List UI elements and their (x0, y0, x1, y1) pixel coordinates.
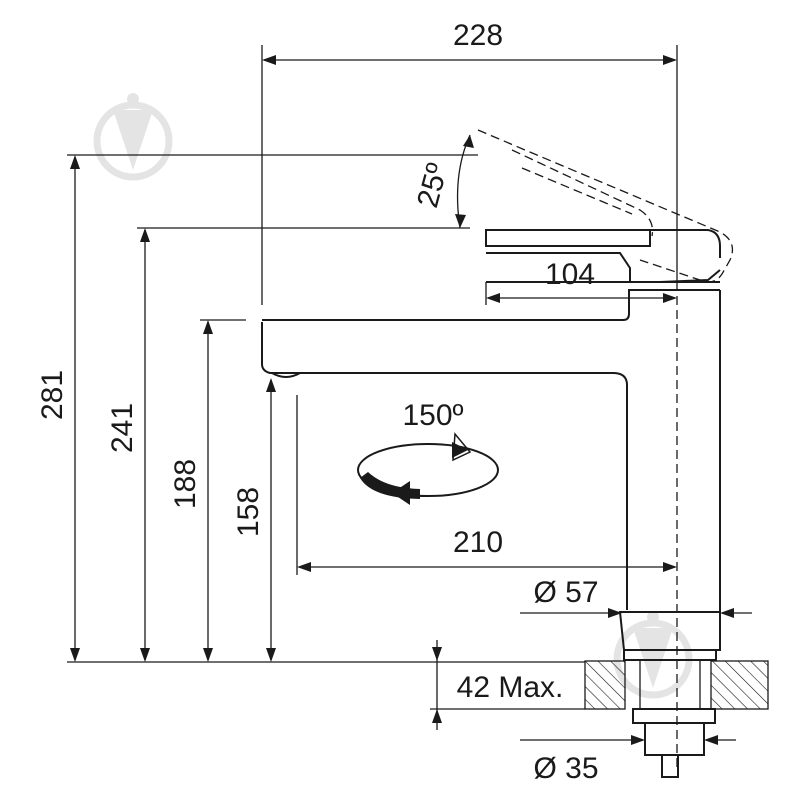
dim-base-diameter-57: Ø 57 (520, 576, 752, 618)
dim-label-150deg: 150º (402, 399, 463, 432)
base-assembly (584, 611, 769, 778)
dim-label-104: 104 (545, 258, 595, 291)
dim-reach-210: 210 (296, 395, 677, 575)
dim-height-total: 281 (36, 154, 478, 662)
dim-angle-25: 25º (411, 134, 474, 229)
watermark-logo-icon (613, 611, 693, 699)
dim-width-total: 228 (261, 19, 678, 305)
dim-label-281: 281 (36, 370, 69, 420)
dim-label-228: 228 (453, 19, 503, 52)
dim-lever-104: 104 (485, 258, 677, 305)
dim-height-158: 158 (232, 378, 276, 662)
dim-label-158: 158 (232, 487, 265, 537)
dim-label-d35: Ø 35 (533, 752, 598, 785)
dim-label-188: 188 (169, 459, 202, 509)
rotation-arrow-icon: 150º (357, 399, 499, 505)
dim-label-210: 210 (453, 526, 503, 559)
watermark-logo-icon (93, 93, 173, 181)
dim-label-42max: 42 Max. (457, 671, 564, 704)
dim-label-d57: Ø 57 (533, 576, 598, 609)
dim-height-241: 241 (106, 227, 470, 662)
dim-counter-42: 42 Max. (430, 640, 585, 730)
faucet-body (261, 129, 734, 770)
dim-label-241: 241 (106, 403, 139, 453)
dim-label-25deg: 25º (411, 160, 454, 211)
dim-height-188: 188 (169, 319, 246, 662)
dim-hole-diameter-35: Ø 35 (520, 735, 736, 785)
